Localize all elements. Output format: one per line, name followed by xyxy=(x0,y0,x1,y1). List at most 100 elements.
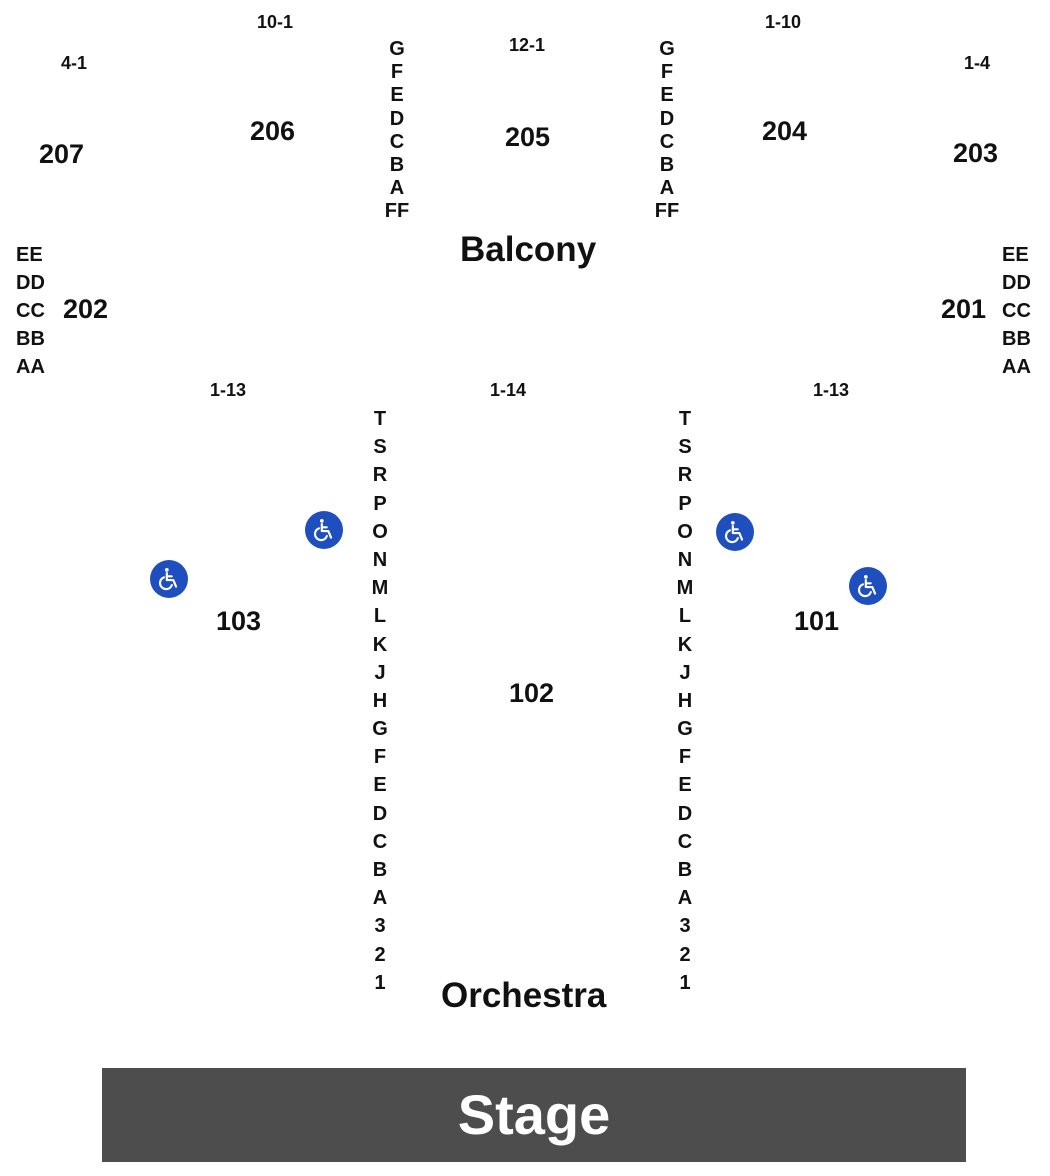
wheelchair-accessible-icon xyxy=(150,560,188,598)
row-label: G xyxy=(677,718,693,741)
seat-range-207: 4-1 xyxy=(61,53,88,73)
row-label: K xyxy=(372,633,388,656)
row-label: AA xyxy=(16,356,45,378)
section-101[interactable]: 101 xyxy=(794,606,840,636)
row-label: E xyxy=(660,84,674,107)
side-row-column-left: EE DD CC BB AA xyxy=(16,245,56,377)
seat-range-101: 1-13 xyxy=(813,380,850,400)
seat-range-203: 1-4 xyxy=(964,53,991,73)
seat-range-206: 10-1 xyxy=(257,12,294,32)
row-label: J xyxy=(374,661,386,684)
row-label: N xyxy=(372,548,388,571)
section-103[interactable]: 103 xyxy=(216,606,262,636)
orchestra-row-column-right: T S R P O N M L K J H G F E D C B A 3 2 … xyxy=(670,409,700,993)
row-label: D xyxy=(372,802,388,825)
row-label: R xyxy=(677,464,693,487)
row-label: H xyxy=(677,689,693,712)
row-label: 2 xyxy=(679,943,691,966)
row-label: EE xyxy=(16,244,43,266)
row-label: 3 xyxy=(374,915,386,938)
row-label: C xyxy=(677,830,693,853)
row-label: DD xyxy=(16,272,45,294)
row-label: B xyxy=(389,153,405,176)
row-label: P xyxy=(678,492,692,515)
wheelchair-accessible-icon xyxy=(305,511,343,549)
row-label: C xyxy=(389,130,405,153)
row-label: E xyxy=(373,774,387,797)
orchestra-row-column-left: T S R P O N M L K J H G F E D C B A 3 2 … xyxy=(365,409,395,993)
row-label: T xyxy=(373,408,387,430)
row-label: FF xyxy=(384,200,410,223)
row-label: A xyxy=(677,887,693,910)
row-label: M xyxy=(676,577,694,600)
seat-range-205: 12-1 xyxy=(509,35,546,55)
row-label: F xyxy=(678,746,692,769)
row-label: B xyxy=(372,859,388,881)
row-label: F xyxy=(660,61,674,84)
row-label: AA xyxy=(1002,356,1031,378)
row-label: H xyxy=(372,689,388,712)
row-label: C xyxy=(372,830,388,853)
row-label: A xyxy=(372,887,388,910)
section-205[interactable]: 205 xyxy=(505,122,551,152)
row-label: D xyxy=(659,107,675,130)
section-206[interactable]: 206 xyxy=(250,116,296,146)
row-label: D xyxy=(677,802,693,825)
row-label: G xyxy=(372,718,388,741)
stage: Stage xyxy=(102,1068,966,1162)
orchestra-heading: Orchestra xyxy=(441,976,607,1015)
row-label: P xyxy=(373,492,387,515)
row-label: B xyxy=(659,153,675,176)
section-102[interactable]: 102 xyxy=(509,678,555,708)
row-label: J xyxy=(679,661,691,684)
row-label: T xyxy=(678,408,692,430)
row-label: A xyxy=(659,177,675,200)
section-207[interactable]: 207 xyxy=(39,139,85,169)
row-label: B xyxy=(677,859,693,881)
balcony-heading: Balcony xyxy=(460,230,597,269)
row-label: G xyxy=(389,38,405,60)
seat-range-204: 1-10 xyxy=(765,12,802,32)
stage-label: Stage xyxy=(457,1083,611,1146)
row-label: S xyxy=(373,436,387,459)
section-204[interactable]: 204 xyxy=(762,116,808,146)
row-label: DD xyxy=(1002,272,1031,294)
row-label: F xyxy=(373,746,387,769)
row-label: L xyxy=(678,605,692,628)
row-label: E xyxy=(678,774,692,797)
row-label: S xyxy=(678,436,692,459)
row-label: 2 xyxy=(374,943,386,966)
row-label: O xyxy=(372,520,388,543)
row-label: E xyxy=(390,84,404,107)
row-label: 1 xyxy=(374,971,386,994)
wheelchair-accessible-icon xyxy=(849,567,887,605)
row-label: L xyxy=(373,605,387,628)
row-label: CC xyxy=(1002,300,1031,322)
row-label: 1 xyxy=(679,971,691,994)
side-row-column-right: EE DD CC BB AA xyxy=(1002,245,1042,377)
row-label: C xyxy=(659,130,675,153)
row-label: BB xyxy=(16,328,45,350)
row-label: FF xyxy=(654,200,680,223)
row-label: BB xyxy=(1002,328,1031,350)
row-label: R xyxy=(372,464,388,487)
wheelchair-accessible-icon xyxy=(716,513,754,551)
row-label: O xyxy=(677,520,693,543)
row-label: G xyxy=(659,38,675,60)
balcony-row-column-right: G F E D C B A FF xyxy=(647,39,687,221)
row-label: A xyxy=(389,177,405,200)
balcony-row-column-left: G F E D C B A FF xyxy=(377,39,417,221)
row-label: M xyxy=(371,577,389,600)
seat-range-102: 1-14 xyxy=(490,380,527,400)
section-201[interactable]: 201 xyxy=(941,294,987,324)
row-label: N xyxy=(677,548,693,571)
row-label: CC xyxy=(16,300,45,322)
row-label: K xyxy=(677,633,693,656)
section-203[interactable]: 203 xyxy=(953,138,999,168)
seat-range-103: 1-13 xyxy=(210,380,247,400)
row-label: D xyxy=(389,107,405,130)
section-202[interactable]: 202 xyxy=(63,294,109,324)
row-label: 3 xyxy=(679,915,691,938)
row-label: F xyxy=(390,61,404,84)
row-label: EE xyxy=(1002,244,1029,266)
